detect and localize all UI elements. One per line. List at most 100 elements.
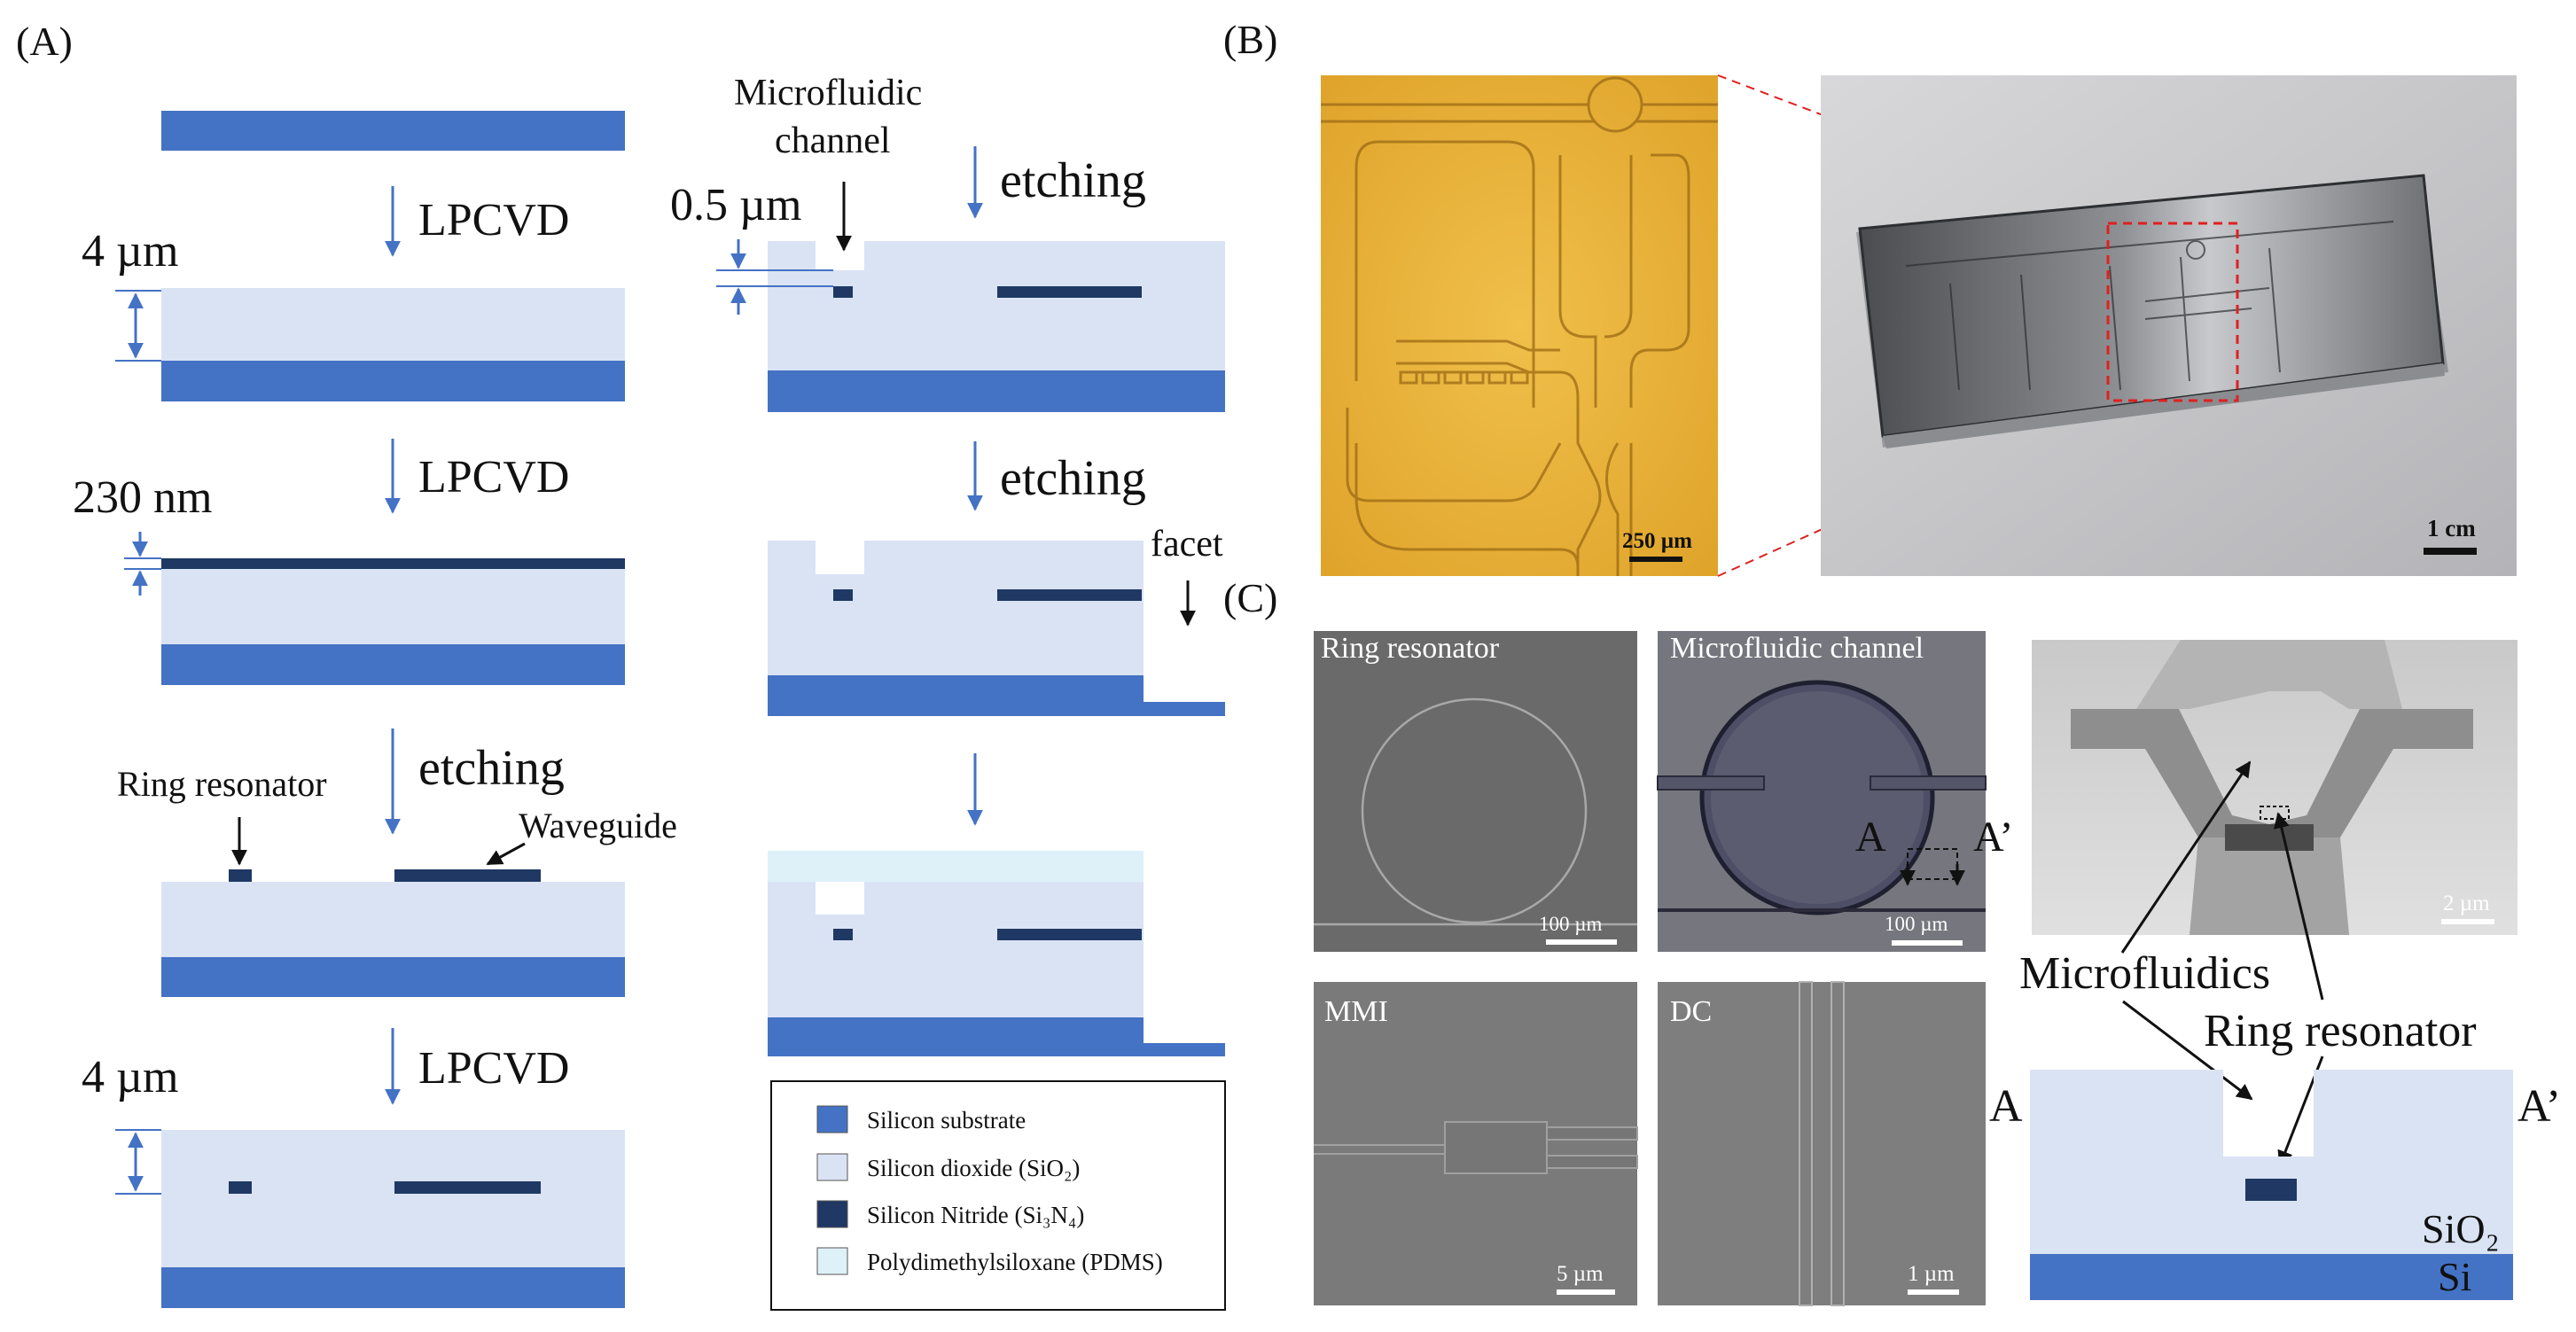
legend-swatch-nitride — [816, 1200, 848, 1228]
substrate-layer — [768, 675, 1225, 716]
dimension-oxide-4um: 4 µm — [82, 1052, 178, 1102]
pillar-base — [2190, 837, 2349, 935]
channel-arm — [1870, 775, 1987, 791]
chip-circuit-lines — [1905, 221, 2394, 391]
mmi-section — [1444, 1121, 1548, 1174]
ring-resonator-core — [833, 286, 853, 298]
channel-arm — [1657, 775, 1765, 791]
label-waveguide: Waveguide — [519, 806, 677, 845]
label-microfluidics: Microfluidics — [2019, 948, 2270, 999]
label-channel: channel — [775, 121, 891, 161]
sem-title: Microfluidic channel — [1670, 632, 1924, 665]
scale-label: 100 µm — [1885, 913, 1948, 935]
cut-label-a: A — [1989, 1081, 2023, 1132]
label-microfluidic: Microfluidic — [734, 73, 922, 113]
substrate-layer — [768, 1017, 1225, 1056]
step-label-lpcvd: LPCVD — [418, 195, 569, 245]
sem-ring-resonator: Ring resonator 100 µm — [1314, 631, 1637, 952]
zoom-region-box — [2106, 222, 2239, 402]
waveguide-core — [394, 869, 541, 882]
ring-resonator-core — [833, 929, 853, 940]
pointer-arrow — [2122, 1000, 2253, 1101]
pdms-layer — [768, 851, 1144, 882]
step-label-lpcvd: LPCVD — [418, 452, 569, 502]
waveguide-core — [997, 589, 1142, 601]
pointer-arrow — [486, 842, 526, 866]
label-si: Si — [2438, 1254, 2471, 1299]
oxide-layer — [161, 569, 625, 644]
sem-image — [1314, 631, 1637, 952]
scale-bar — [1557, 1289, 1615, 1295]
nitride-layer — [161, 558, 625, 569]
chip-edge — [1883, 363, 2445, 448]
sem-title: Ring resonator — [1321, 632, 1500, 665]
scale-label: 100 µm — [1539, 913, 1603, 935]
label-ring-resonator: Ring resonator — [2204, 1006, 2477, 1056]
label-facet: facet — [1151, 524, 1223, 565]
oxide-layer — [2030, 1070, 2513, 1254]
sem-title: DC — [1670, 995, 1712, 1028]
waveguide-core — [997, 286, 1142, 298]
process-left-column: LPCVD 4 µm LPCVD 230 nm etching Ring res… — [73, 111, 677, 1308]
optical-micrograph — [1321, 75, 1718, 576]
substrate-layer — [161, 1267, 625, 1308]
cut-label-a-prime: A’ — [1973, 814, 2013, 861]
scale-bar — [1629, 557, 1682, 562]
scale-bar — [1546, 939, 1617, 945]
dimension-oxide-4um: 4 µm — [82, 226, 178, 277]
sem-image — [1658, 982, 1986, 1305]
dimension-gap-05um: 0.5 µm — [670, 180, 801, 230]
panel-c: Ring resonator 100 µm Microfluidic chann… — [1314, 631, 2561, 1306]
scale-bar — [1892, 940, 1963, 946]
step-label-etching: etching — [418, 741, 565, 796]
dimension-nitride-230nm: 230 nm — [73, 472, 212, 523]
substrate-layer — [161, 957, 625, 997]
substrate-layer — [768, 370, 1225, 412]
scale-label: 1 µm — [1908, 1262, 1955, 1286]
pointer-arrow — [2120, 760, 2252, 954]
output-waveguide — [1546, 1126, 1638, 1141]
ring-resonator-core — [229, 1181, 252, 1194]
legend-label: Silicon dioxide (SiO₂) — [867, 1155, 1080, 1181]
substrate-layer — [161, 361, 625, 401]
legend-label: Silicon Nitride (Si₃N₄) — [867, 1202, 1084, 1228]
ring-resonator-core — [833, 589, 853, 601]
legend-label: Silicon substrate — [867, 1107, 1026, 1133]
sem-microfluidic-channel: Microfluidic channel A A’ 100 µm — [1657, 631, 2013, 952]
scale-label-250um: 250 µm — [1622, 529, 1692, 553]
panel-b: 250 µm 1 cm — [1321, 74, 2517, 577]
legend-swatch-substrate — [816, 1105, 848, 1133]
oxide-layer — [161, 882, 625, 957]
cut-label-a-prime: A’ — [2517, 1081, 2561, 1132]
oxide-cladding-etched — [768, 241, 1225, 370]
panel-label-c: (C) — [1223, 575, 1277, 620]
step-label-etching: etching — [1000, 153, 1146, 208]
oxide-cladding-etched — [768, 882, 1144, 1017]
scale-bar — [2441, 919, 2494, 924]
nitride-core — [2245, 1179, 2297, 1201]
panel-label-b: (B) — [1223, 17, 1277, 62]
process-right-column: Microfluidic channel etching 0.5 µm etch… — [670, 73, 1226, 1311]
scale-bar — [1908, 1289, 1959, 1295]
pointer-arrow — [2273, 812, 2324, 1001]
oxide-cladding — [161, 1130, 625, 1267]
channel-interior — [1711, 691, 1924, 904]
oxide-cladding-etched — [768, 541, 1144, 675]
legend-label: Polydimethylsiloxane (PDMS) — [867, 1249, 1163, 1275]
scale-bar — [2424, 548, 2477, 555]
oxide-layer — [161, 288, 625, 361]
output-waveguide — [1546, 1155, 1638, 1169]
step-label-etching: etching — [1000, 451, 1146, 506]
step-label-lpcvd: LPCVD — [418, 1043, 569, 1094]
waveguide-core — [394, 1181, 541, 1194]
schematic-cross-section: A A’ SiO₂ Si — [1989, 1070, 2561, 1300]
scale-label: 2 µm — [2443, 892, 2490, 915]
cut-label-a: A — [1855, 814, 1886, 861]
ring-structure — [1361, 697, 1588, 924]
legend: Silicon substrate Silicon dioxide (SiO₂)… — [770, 1080, 1226, 1311]
scale-label-1cm: 1 cm — [2427, 515, 2476, 541]
legend-swatch-pdms — [816, 1247, 848, 1275]
waveguide-core — [997, 929, 1142, 940]
sem-directional-coupler: DC 1 µm — [1658, 981, 1986, 1306]
